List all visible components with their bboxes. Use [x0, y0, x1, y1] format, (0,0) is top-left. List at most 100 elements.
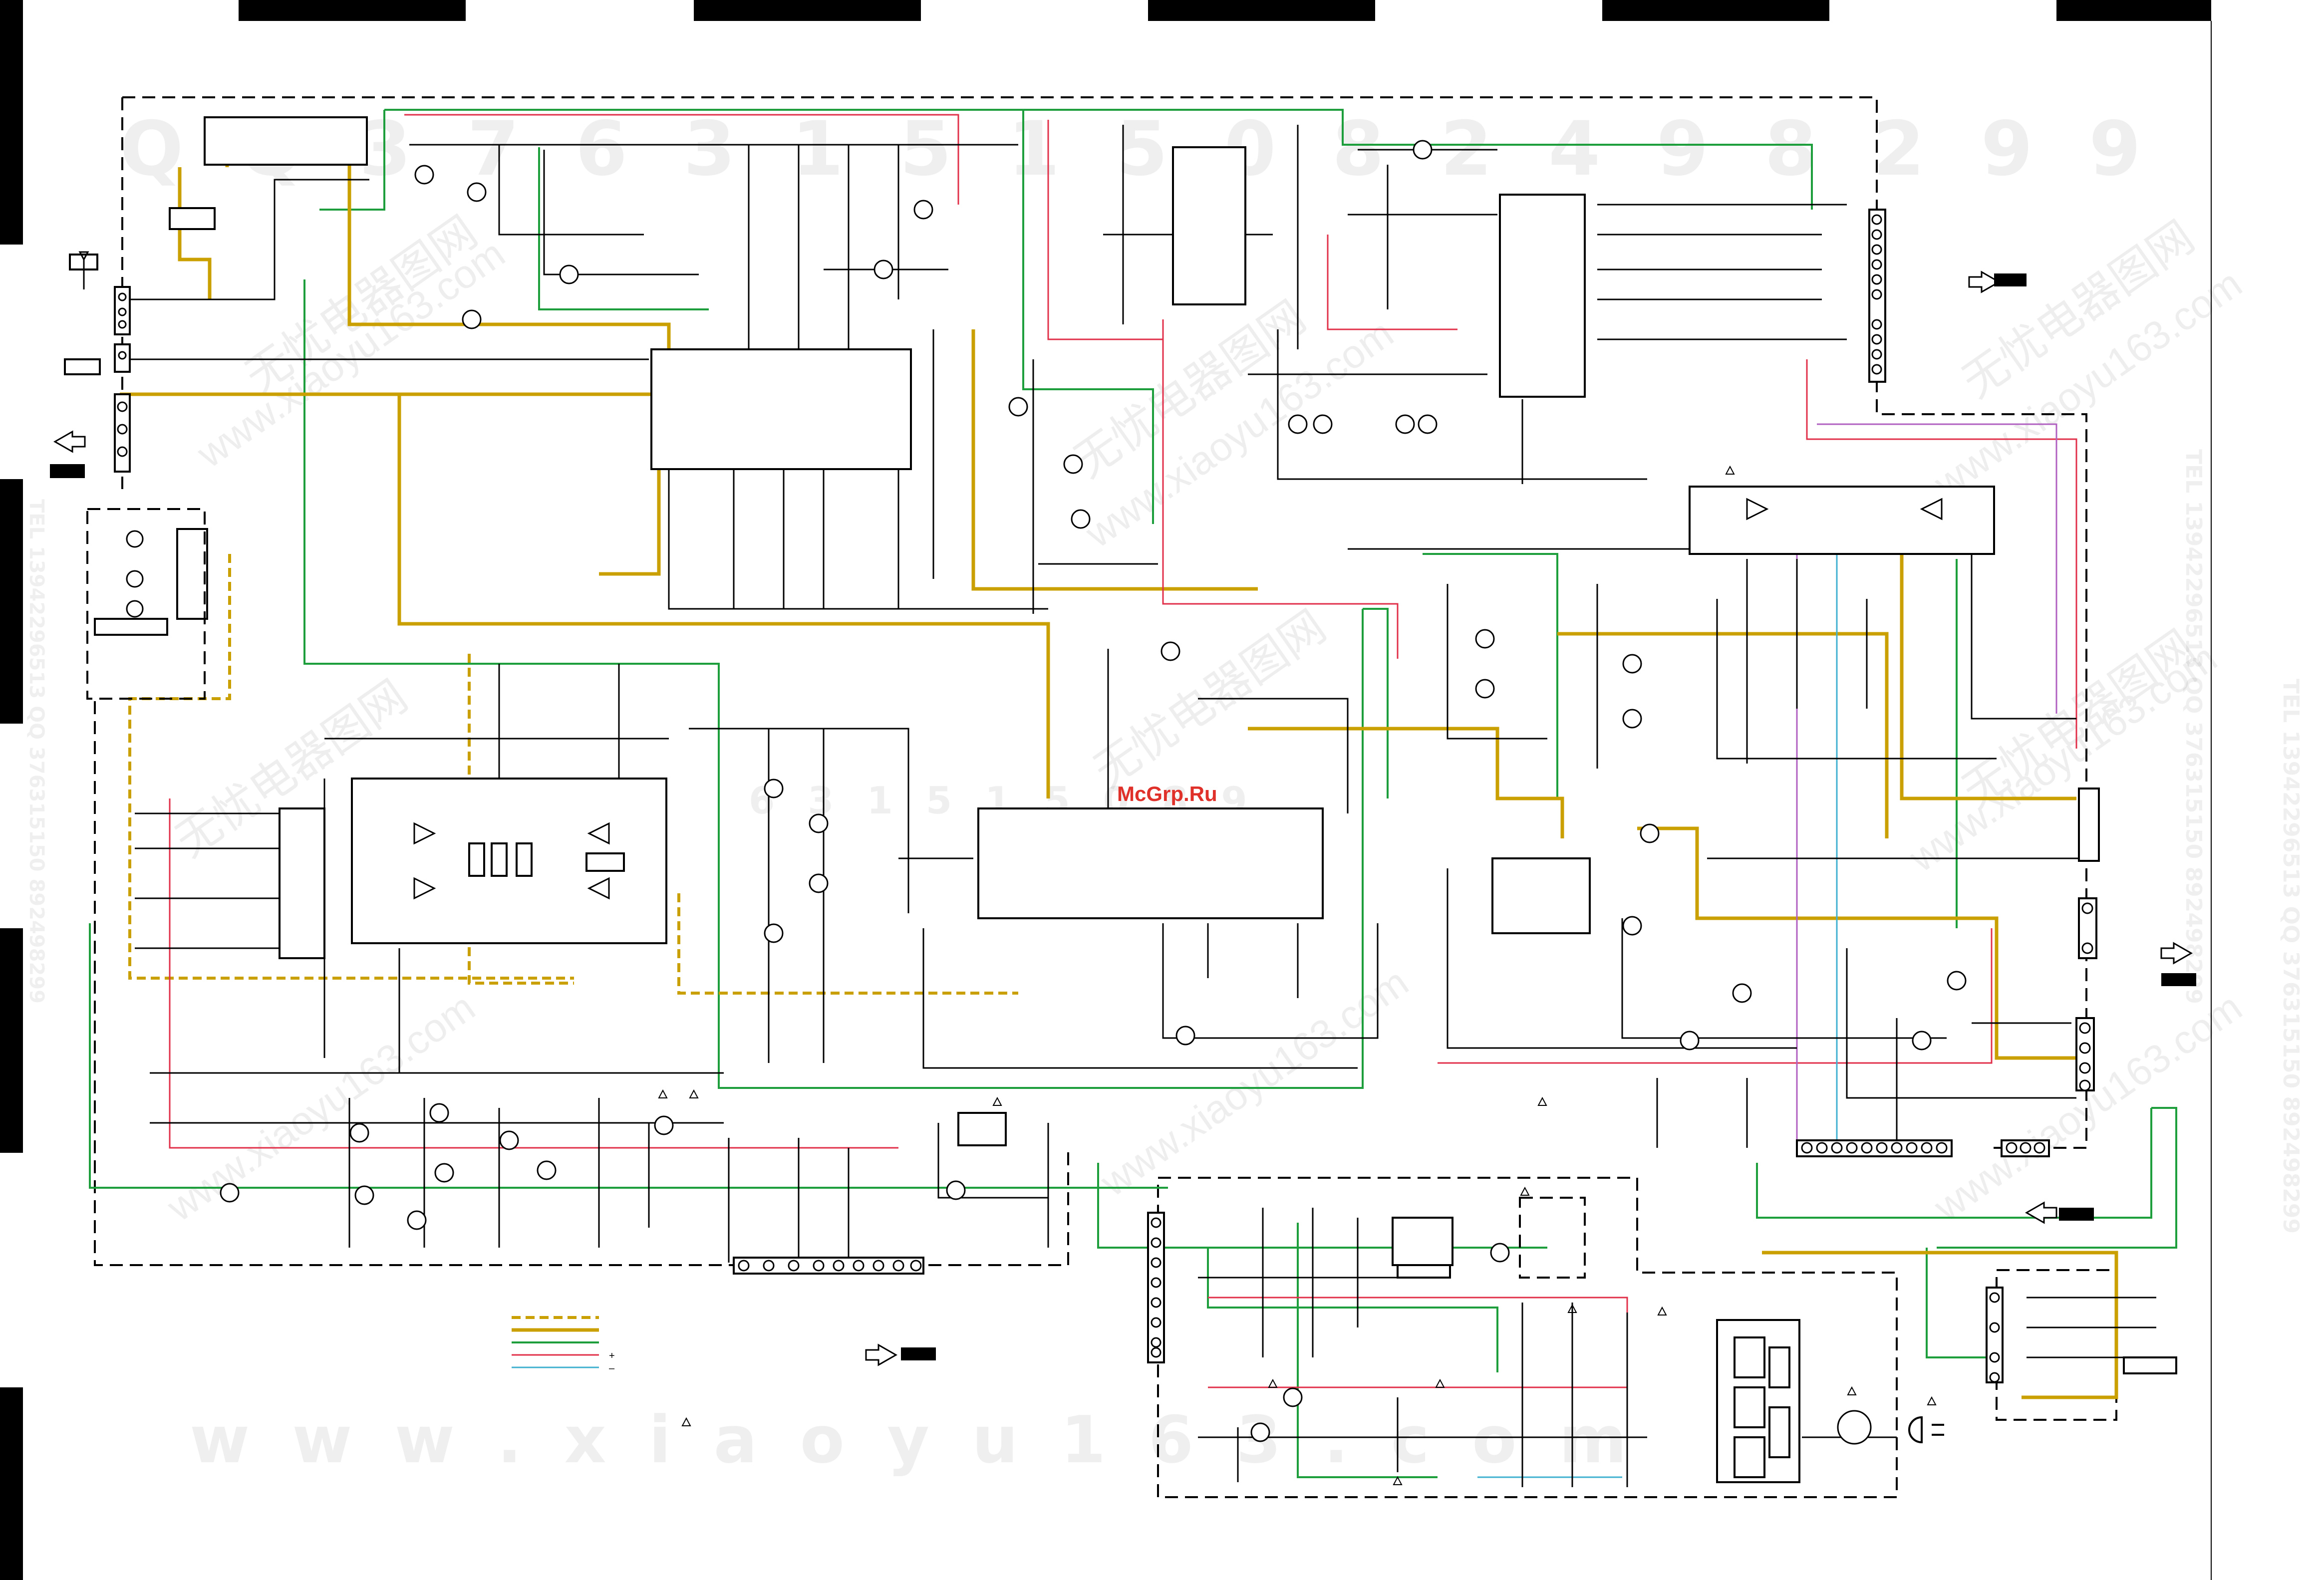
- warning-triangle-icon: [689, 1089, 699, 1098]
- transistor-icon: [220, 1183, 240, 1203]
- transistor-icon: [1622, 709, 1642, 729]
- warning-triangle-icon: [1520, 1186, 1530, 1196]
- antenna-icon: [69, 251, 98, 289]
- warning-triangle-icon: [1927, 1396, 1937, 1405]
- transistor-icon: [434, 1163, 454, 1183]
- transistor-icon: [764, 923, 784, 943]
- warning-triangle-icon: [1847, 1386, 1857, 1395]
- opamp-icon: [413, 877, 436, 900]
- transistor-icon: [1008, 397, 1028, 417]
- power-plug-icon: [1908, 1416, 1923, 1444]
- wire-legend: + –: [512, 1316, 615, 1374]
- transistor-icon: [407, 1210, 427, 1230]
- transistor-icon: [1288, 414, 1308, 434]
- ic-main-audio: [650, 348, 912, 470]
- transistor-icon: [1680, 1031, 1700, 1051]
- ic-tuner-module: [204, 116, 368, 166]
- transistors: [220, 140, 1967, 1442]
- ic-driver: [279, 807, 325, 959]
- transistor-icon: [1250, 1422, 1270, 1442]
- signal-wiring: [125, 125, 2156, 1487]
- transistor-icon: [354, 1185, 374, 1205]
- signal-arrows: [50, 270, 2196, 1366]
- ic-amplifier-stage: [1689, 486, 1995, 555]
- warning-triangle-icon: [1657, 1306, 1667, 1316]
- transistor-icon: [809, 873, 829, 893]
- ic-blocks: [169, 116, 1995, 1279]
- transistor-icon: [1475, 629, 1495, 649]
- transistor-icon: [1413, 140, 1433, 160]
- transistor-icon: [913, 200, 933, 220]
- ic-dsp: [1172, 146, 1246, 305]
- watermark-top-digits: Q Q 3 7 6 3 1 5 1 5 0 8 2 4 9 8 2 9 9: [120, 106, 2156, 193]
- transistor-icon: [414, 165, 434, 185]
- warning-triangle-icon: [1725, 465, 1735, 475]
- opamp-icon: [413, 822, 436, 845]
- opamp-icon: [587, 877, 610, 900]
- opamp-icon: [1920, 498, 1943, 521]
- ic-mcu: [1499, 194, 1586, 398]
- top-border-bars: [239, 0, 2211, 21]
- warning-triangle-icon: [658, 1089, 668, 1098]
- opamp-icon: [587, 822, 610, 845]
- warning-triangle-icon: [1435, 1378, 1445, 1388]
- opamp-icon: [1746, 498, 1769, 521]
- transistor-icon: [1622, 916, 1642, 936]
- transistor-icon: [1313, 414, 1333, 434]
- transistor-icon: [1732, 983, 1752, 1003]
- opamps: [413, 498, 1943, 900]
- arrow-right-icon: [865, 1343, 898, 1366]
- arrow-left-icon: [53, 430, 86, 453]
- watermark-bottom-url: w w w . x i a o y u 1 6 3 . c o m: [190, 1402, 1637, 1478]
- transistor-icon: [1063, 454, 1083, 474]
- transistor-icon: [1161, 641, 1180, 661]
- ic-regulator: [1491, 857, 1591, 934]
- transistor-icon: [809, 813, 829, 833]
- warning-triangle-icon: [992, 1096, 1002, 1106]
- transistor-icon: [1640, 823, 1660, 843]
- transistor-icon: [873, 260, 893, 279]
- ic-small-reg: [169, 207, 216, 230]
- av-jack-panel: [64, 254, 206, 700]
- arrow-left-icon: [2025, 1201, 2057, 1224]
- transistor-icon: [467, 182, 487, 202]
- transistor-icon: [537, 1160, 557, 1180]
- transistor-icon: [654, 1115, 674, 1135]
- transistor-icon: [1622, 654, 1642, 674]
- transistor-icon: [1395, 414, 1415, 434]
- legend-minus: –: [609, 1363, 615, 1374]
- ic-large-processor: [977, 807, 1324, 919]
- transistor-icon: [946, 1180, 966, 1200]
- transistor-icon: [764, 779, 784, 798]
- left-border-bars: [0, 0, 23, 1580]
- warnings: [658, 465, 1937, 1485]
- warning-triangle-icon: [1393, 1476, 1403, 1485]
- motor-icon: [1837, 1410, 1872, 1445]
- transistor-icon: [1283, 1387, 1303, 1407]
- transistor-icon: [1175, 1026, 1195, 1046]
- transistor-icon: [499, 1130, 519, 1150]
- transistor-icon: [1947, 971, 1967, 991]
- transistor-icon: [1418, 414, 1438, 434]
- transistor-icon: [559, 264, 579, 284]
- warning-triangle-icon: [681, 1417, 691, 1426]
- transistor-icon: [1475, 679, 1495, 699]
- transistor-icon: [349, 1123, 369, 1143]
- site-label: McGrp.Ru: [1117, 782, 1217, 805]
- watermark-right-vertical-1: TEL 13942296513 QQ 376315150 892498299: [2181, 449, 2206, 1004]
- transistor-icon: [462, 309, 482, 329]
- warning-triangle-icon: [1537, 1096, 1547, 1106]
- transistor-icon: [1490, 1243, 1510, 1263]
- arrow-right-icon: [1968, 270, 2001, 293]
- power-supply: [1392, 1197, 2177, 1483]
- transistor-icon: [1912, 1031, 1932, 1051]
- arrow-right-icon: [2160, 942, 2193, 965]
- legend-plus: +: [609, 1350, 615, 1361]
- power-traces: [89, 109, 2177, 1478]
- watermark-right-vertical-2: TEL 13942296513 QQ 376315150 892498299: [2278, 679, 2304, 1234]
- ic-small-osc: [957, 1112, 1007, 1146]
- transistor-icon: [429, 1103, 449, 1123]
- warning-triangle-icon: [1567, 1304, 1577, 1313]
- watermark-left-vertical: TEL 13942296513 QQ 376315150 892498299: [25, 499, 48, 1004]
